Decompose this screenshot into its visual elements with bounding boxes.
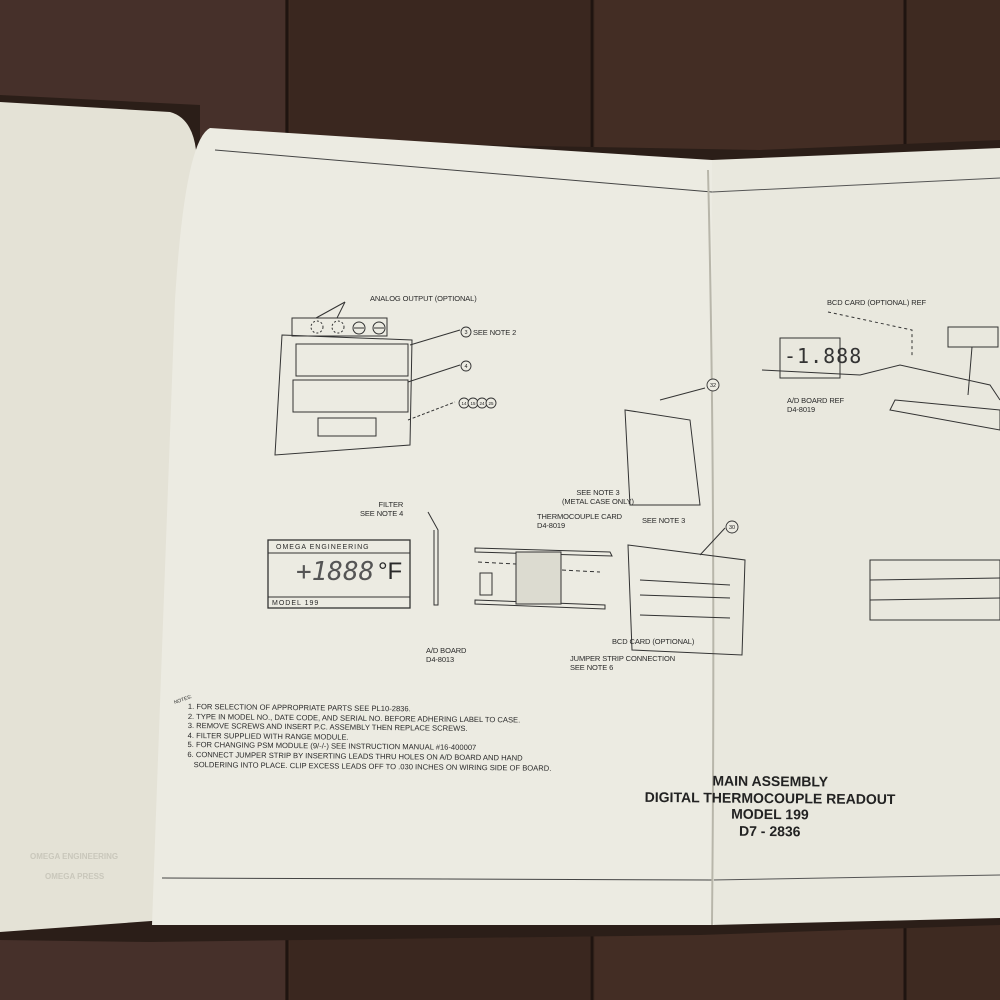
bubble-32: 32	[710, 383, 716, 389]
bubble-24: 24	[479, 401, 485, 406]
left-page	[0, 102, 196, 932]
front-panel-drawing	[267, 511, 439, 609]
label-ad-board-ref: A/D BOARD REF D4-8019	[787, 396, 845, 414]
notes-block: NOTES: 1. FOR SELECTION OF APPROPRIATE P…	[173, 694, 552, 773]
left-page-logo-1: OMEGA ENGINEERING	[30, 852, 119, 861]
label-bcd-card-ref: BCD CARD (OPTIONAL) REF	[827, 298, 926, 307]
title-block: MAIN ASSEMBLY DIGITAL THERMOCOUPLE READO…	[625, 772, 916, 841]
frame-bottom	[161, 877, 713, 881]
bubble-14: 14	[461, 401, 467, 406]
drawing-number: D7 - 2836	[738, 822, 801, 839]
panel-display: +1888	[296, 557, 375, 587]
panel-unit: °F	[378, 558, 403, 585]
title-line-2: DIGITAL THERMOCOUPLE READOUT	[644, 788, 896, 807]
label-see-note-2: SEE NOTE 2	[473, 328, 517, 337]
label-jumper-strip: JUMPER STRIP CONNECTION SEE NOTE 6	[570, 654, 676, 672]
label-see-note-3-metal: SEE NOTE 3 (METAL CASE ONLY)	[562, 488, 634, 506]
label-analog-output: ANALOG OUTPUT (OPTIONAL)	[370, 294, 477, 303]
label-bcd-card: BCD CARD (OPTIONAL)	[612, 637, 695, 646]
meter-front-view	[274, 301, 461, 456]
bubble-3: 3	[464, 330, 467, 336]
right-page-drawing	[761, 311, 1000, 621]
frame-top	[214, 149, 713, 193]
label-filter: FILTER SEE NOTE 4	[360, 500, 404, 518]
bubble-30: 30	[729, 525, 735, 531]
ref-display-digits: -1.888	[784, 344, 863, 368]
left-page-logo-2: OMEGA PRESS	[45, 872, 105, 881]
label-ad-board: A/D BOARD D4-8013	[426, 646, 467, 664]
panel-brand: OMEGA ENGINEERING	[276, 544, 370, 551]
bubble-4: 4	[464, 364, 467, 370]
right-page	[712, 148, 1000, 925]
label-see-note-3: SEE NOTE 3	[642, 516, 686, 525]
bubble-15: 15	[470, 401, 476, 406]
label-thermocouple-card: THERMOCOUPLE CARD D4-8019	[537, 512, 622, 530]
bubble-25: 25	[488, 401, 494, 406]
panel-model: MODEL 199	[272, 600, 320, 607]
callout-bubbles	[458, 326, 739, 534]
exploded-assembly	[474, 387, 746, 656]
